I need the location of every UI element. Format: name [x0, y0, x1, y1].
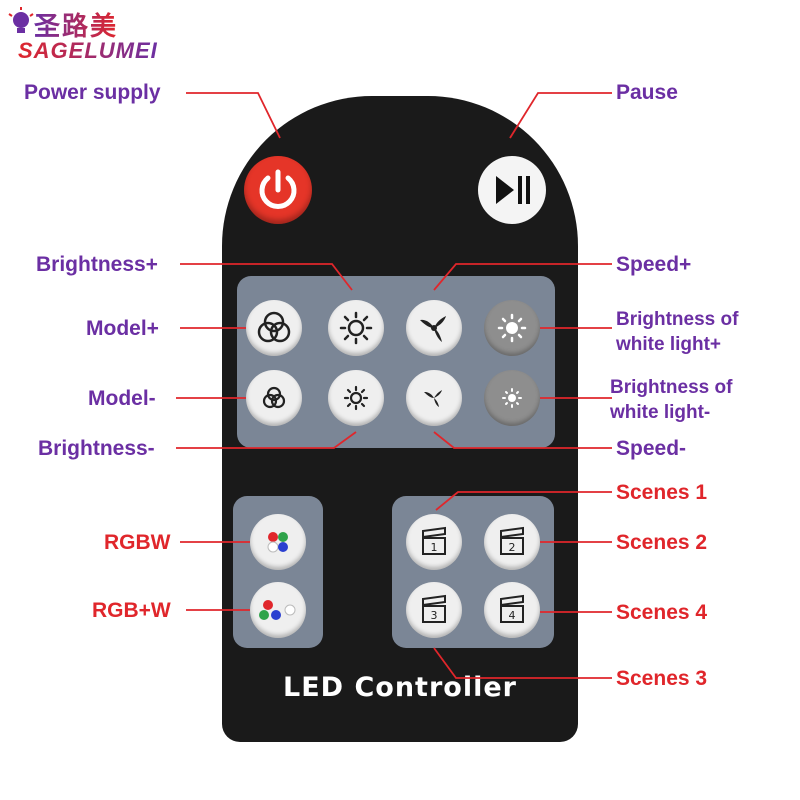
label-white-plus: Brightness of white light+ [616, 308, 738, 357]
sun-filled-small-icon [502, 388, 522, 408]
sun-outline-small-icon [343, 385, 369, 411]
clapperboard-icon: 2 [500, 526, 524, 555]
white-brightness-minus-button[interactable] [484, 370, 540, 426]
label-brightness-plus: Brightness+ [36, 253, 158, 276]
clapperboard-icon: 1 [422, 526, 446, 555]
brand-text: LED Controller [283, 672, 517, 703]
label-rgb-w: RGB+W [92, 599, 171, 622]
sun-outline-icon [339, 311, 373, 345]
scene-number-3: 3 [431, 609, 438, 622]
white-brightness-plus-button[interactable] [484, 300, 540, 356]
label-speed-minus: Speed- [616, 437, 687, 460]
scene-number-4: 4 [509, 609, 516, 622]
speed-minus-button[interactable] [406, 370, 462, 426]
label-model-minus: Model- [88, 387, 156, 410]
sun-filled-icon [497, 313, 527, 343]
label-white-plus-line1: Brightness of [616, 309, 739, 330]
brightness-plus-button[interactable] [328, 300, 384, 356]
three-circles-small-icon [262, 386, 286, 409]
rgb-plus-w-dots-icon [259, 600, 296, 620]
bulb-logo-icon [8, 7, 34, 33]
label-power-supply: Power supply [24, 81, 161, 104]
label-scenes-2: Scenes 2 [616, 531, 708, 554]
rgbw-button[interactable] [250, 514, 306, 570]
brightness-minus-button[interactable] [328, 370, 384, 426]
label-scenes-1: Scenes 1 [616, 481, 708, 504]
label-white-plus-line2: white light+ [616, 333, 722, 355]
brand-logo: 圣路美 SAGELUMEI [6, 6, 176, 66]
clapperboard-icon: 3 [422, 594, 446, 623]
scene-number-2: 2 [509, 541, 516, 554]
label-model-plus: Model+ [86, 317, 159, 340]
pause-button[interactable] [478, 156, 546, 224]
scenes-1-button[interactable]: 1 [406, 514, 462, 570]
label-scenes-4: Scenes 4 [616, 601, 708, 624]
play-pause-icon [496, 176, 530, 204]
label-white-minus-line1: Brightness of [610, 377, 733, 398]
logo-chinese: 圣路美 [34, 6, 118, 43]
scenes-2-button[interactable]: 2 [484, 514, 540, 570]
scenes-4-button[interactable]: 4 [484, 582, 540, 638]
leader-power [186, 92, 281, 139]
label-rgbw: RGBW [104, 531, 171, 554]
label-white-minus: Brightness of white light- [610, 376, 732, 425]
label-white-minus-line2: white light- [610, 401, 711, 423]
speed-plus-button[interactable] [406, 300, 462, 356]
model-plus-button[interactable] [246, 300, 302, 356]
three-circles-icon [257, 311, 291, 343]
label-scenes-3: Scenes 3 [616, 667, 708, 690]
label-brightness-minus: Brightness- [38, 437, 155, 460]
model-minus-button[interactable] [246, 370, 302, 426]
rgb-plus-w-button[interactable] [250, 582, 306, 638]
scene-number-1: 1 [431, 541, 438, 554]
scenes-3-button[interactable]: 3 [406, 582, 462, 638]
power-button[interactable] [244, 156, 312, 224]
fan-blades-small-icon [424, 390, 442, 407]
clapperboard-icon: 4 [500, 594, 524, 623]
label-pause: Pause [616, 81, 678, 104]
label-speed-plus: Speed+ [616, 253, 692, 276]
logo-english: SAGELUMEI [18, 38, 158, 63]
power-icon [259, 169, 297, 209]
rgbw-dots-icon [267, 532, 288, 553]
fan-blades-icon [420, 316, 446, 342]
